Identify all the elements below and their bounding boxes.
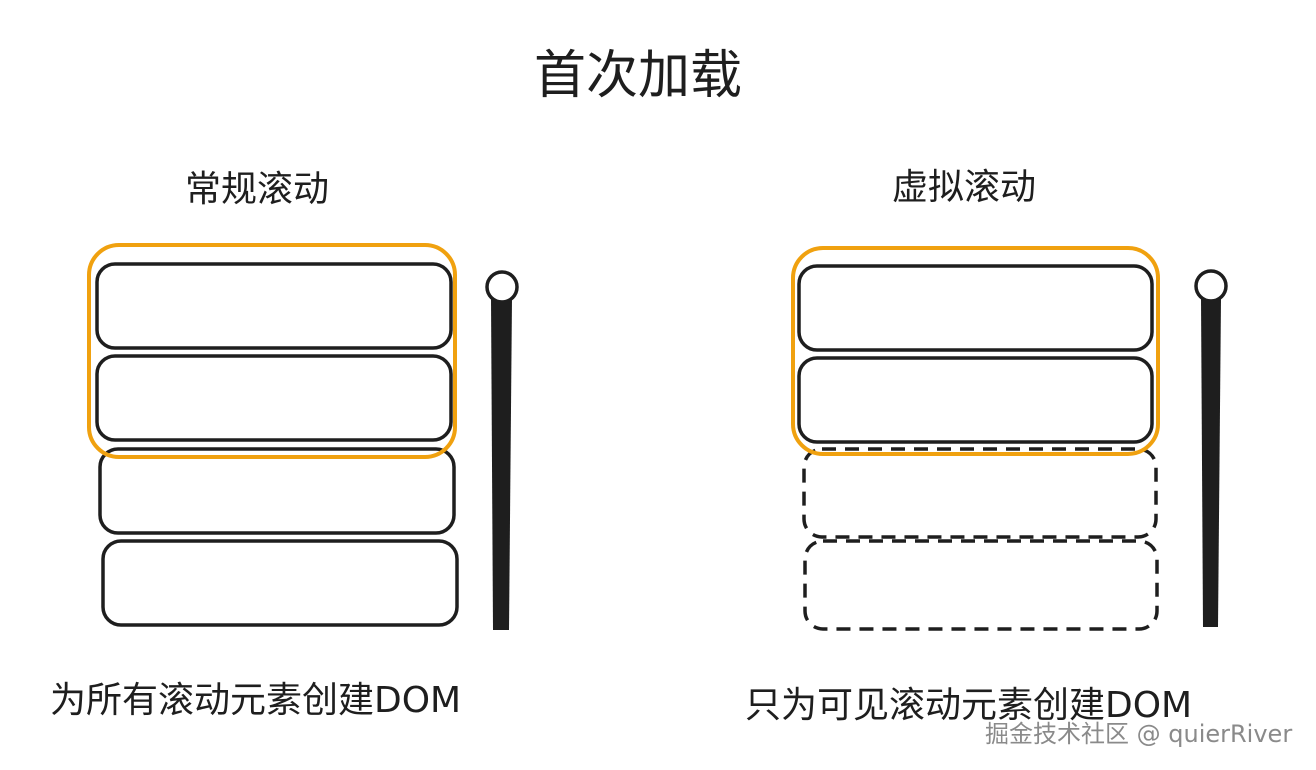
regular-scroll-caption: 为所有滚动元素创建DOM xyxy=(50,680,462,721)
regular-scrollbar xyxy=(485,270,519,630)
virtual-item-placeholder-2 xyxy=(803,539,1159,631)
virtual-item-2 xyxy=(797,356,1154,444)
virtual-scroll-group xyxy=(791,246,1160,631)
regular-scrollbar-thumb xyxy=(485,270,519,304)
virtual-viewport xyxy=(791,246,1160,456)
regular-item-3 xyxy=(98,447,456,535)
virtual-scrollbar xyxy=(1194,269,1228,627)
regular-viewport xyxy=(87,243,457,459)
virtual-scroll-heading: 虚拟滚动 xyxy=(892,167,1037,208)
virtual-item-1 xyxy=(797,264,1154,352)
regular-scroll-group xyxy=(87,243,459,627)
diagram-title: 首次加载 xyxy=(533,46,742,106)
regular-item-1 xyxy=(95,262,453,350)
regular-item-4 xyxy=(101,539,459,627)
virtual-scroll-caption: 只为可见滚动元素创建DOM xyxy=(745,685,1193,726)
virtual-scrollbar-thumb xyxy=(1194,269,1228,303)
watermark: 掘金技术社区 @ quierRiver xyxy=(985,720,1293,748)
regular-scroll-heading: 常规滚动 xyxy=(185,169,330,210)
virtual-item-placeholder-1 xyxy=(802,447,1158,539)
regular-item-2 xyxy=(95,354,453,442)
